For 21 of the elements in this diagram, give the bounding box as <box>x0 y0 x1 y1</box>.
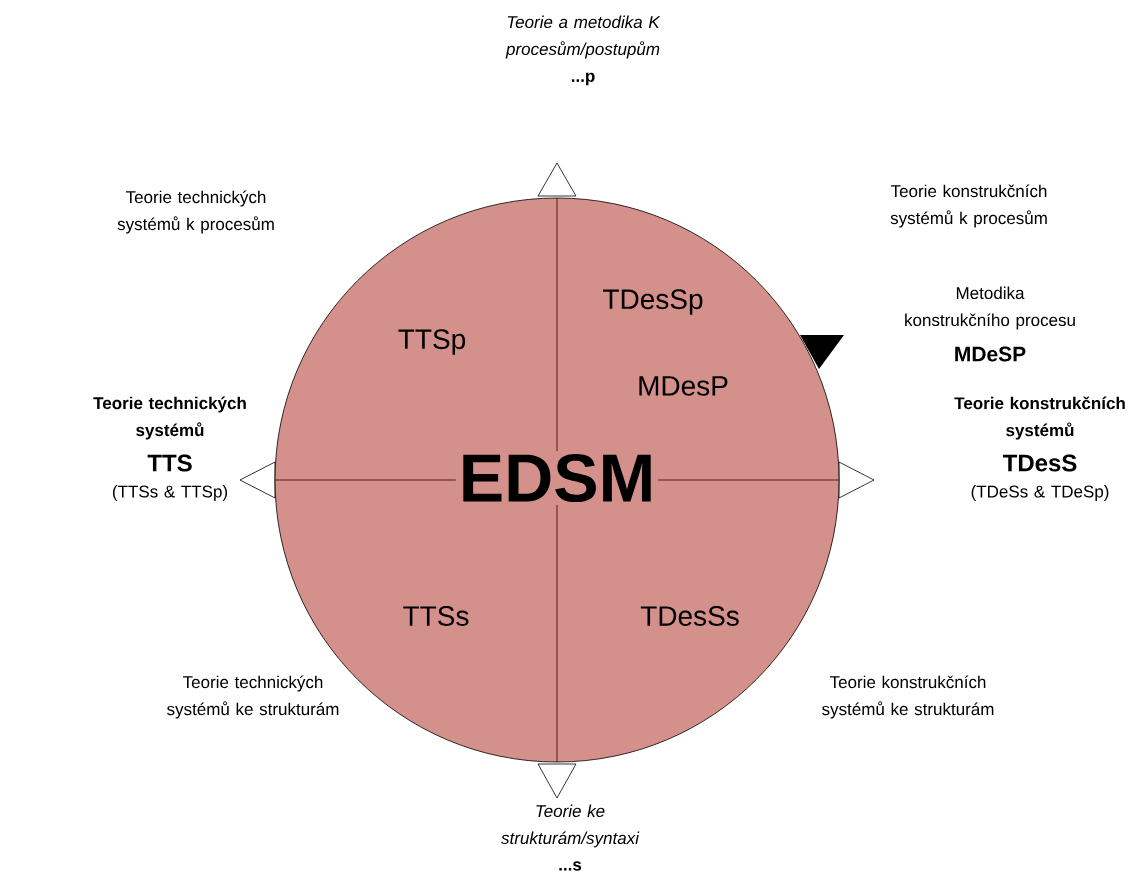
quadrant-label: TDesSp <box>603 289 703 315</box>
theory-abbreviation: TDesS <box>1002 454 1077 472</box>
axis-caption: Teorie ke strukturám/syntaxi <box>501 804 640 848</box>
theory-caption: Teorie technických systémů <box>93 396 246 440</box>
quadrant-caption: Teorie technických systémů ke strukturám <box>167 675 339 719</box>
center-title: EDSM <box>455 450 659 506</box>
quadrant-label: MDesP <box>639 376 728 396</box>
axis-caption: Teorie a metodika K procesům/postupům <box>505 15 661 59</box>
quadrant-caption: Teorie konstrukčních systémů k procesům <box>890 184 1047 228</box>
method-caption: Metodika konstrukčního procesu <box>905 286 1075 330</box>
quadrant-label: TTSp <box>398 329 466 355</box>
method-abbreviation: MDeSP <box>955 346 1026 362</box>
theory-abbreviation: TTS <box>147 454 192 472</box>
theory-caption: Teorie konstrukčních systémů <box>954 396 1125 440</box>
theory-note: (TTSs & TTSp) <box>112 485 228 501</box>
quadrant-caption: Teorie konstrukčních systémů ke strukturám <box>822 675 994 719</box>
theory-note: (TDeSs & TDeSp) <box>971 485 1109 501</box>
axis-symbol: ...p <box>571 72 595 86</box>
axis-symbol: ...s <box>559 861 582 871</box>
quadrant-label: TDesSs <box>640 606 739 626</box>
quadrant-label: TTSs <box>403 606 469 626</box>
